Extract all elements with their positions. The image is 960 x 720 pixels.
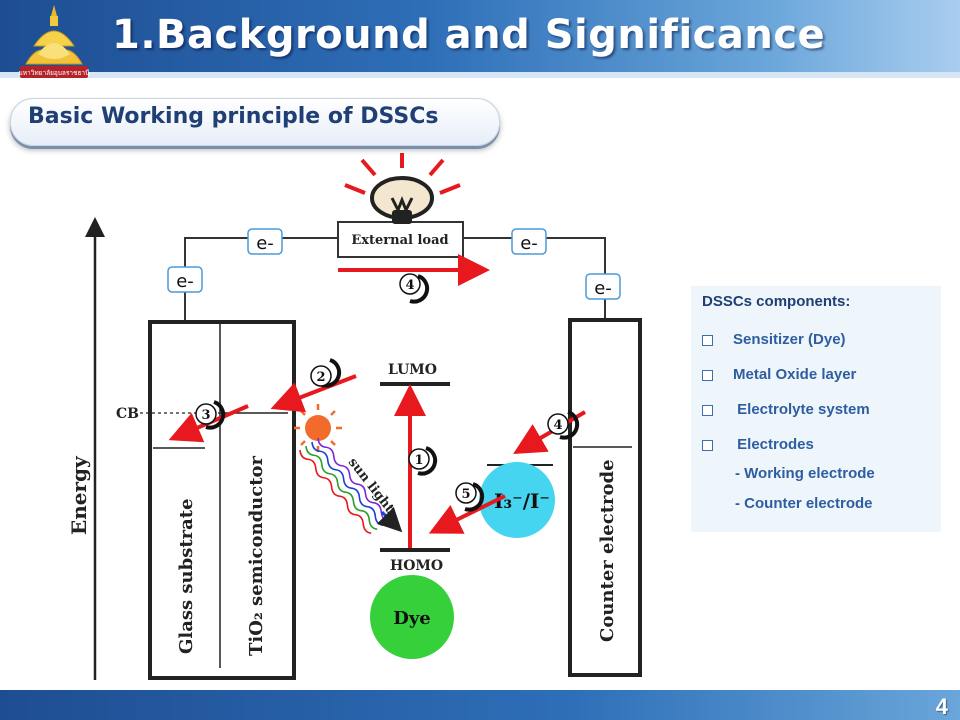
external-load-box bbox=[337, 221, 464, 258]
step-number: 1 bbox=[414, 453, 423, 468]
cb-label: CB bbox=[116, 406, 139, 422]
components-title: DSSCs components: bbox=[702, 293, 851, 310]
electrolyte-circle bbox=[479, 462, 555, 538]
dye-label: Dye bbox=[393, 608, 431, 629]
components-panel bbox=[691, 286, 941, 532]
university-logo: มหาวิทยาลัยอุบลราชธานี bbox=[18, 5, 90, 78]
step-marker: 2 bbox=[310, 358, 342, 388]
tio2-semiconductor-label: TiO₂ semiconductor bbox=[246, 455, 267, 656]
component-label: Electrodes bbox=[733, 436, 814, 453]
lumo-label: LUMO bbox=[388, 362, 437, 378]
electron-label: e- bbox=[511, 228, 547, 255]
electron-label: e- bbox=[585, 273, 621, 300]
step-number: 2 bbox=[316, 370, 325, 385]
lightbulb-icon bbox=[344, 153, 461, 224]
electron-label: e- bbox=[167, 266, 203, 293]
header-band bbox=[0, 72, 960, 78]
electron-label-text: e- bbox=[520, 233, 538, 254]
footer-bar bbox=[0, 690, 960, 720]
electron-label-text: e- bbox=[176, 271, 194, 292]
logo-text: มหาวิทยาลัยอุบลราชธานี bbox=[18, 69, 90, 77]
glass-substrate-label: Glass substrate bbox=[176, 498, 197, 654]
electron-label-text: e- bbox=[594, 278, 612, 299]
list-item: Sensitizer (Dye) bbox=[702, 326, 870, 361]
header-bar bbox=[0, 0, 960, 78]
step-number: 4 bbox=[553, 418, 562, 433]
section-subtitle: Basic Working principle of DSSCs bbox=[28, 104, 439, 129]
list-item: Electrolyte system bbox=[702, 396, 870, 431]
square-bullet-icon bbox=[702, 334, 713, 346]
list-item: Electrodes bbox=[702, 431, 870, 466]
square-bullet-icon bbox=[702, 369, 713, 381]
counter-electrode-label: Counter electrode bbox=[597, 459, 618, 642]
step-number: 3 bbox=[201, 408, 210, 423]
electron-label: e- bbox=[247, 228, 283, 255]
external-load-label: External load bbox=[351, 233, 448, 248]
electron-label-text: e- bbox=[256, 233, 274, 254]
section-subtitle-box bbox=[10, 98, 500, 146]
list-item: Metal Oxide layer bbox=[702, 361, 870, 396]
step-number: 5 bbox=[461, 487, 470, 502]
page-title: 1.Background and Significance bbox=[112, 12, 826, 58]
electrolyte-label: I₃⁻/I⁻ bbox=[494, 489, 550, 513]
electrode-sublist: - Working electrode - Counter electrode bbox=[735, 462, 875, 522]
square-bullet-icon bbox=[702, 439, 713, 451]
sunlight-waves bbox=[299, 437, 390, 535]
step-marker: 5 bbox=[455, 482, 485, 512]
working-electrode-box bbox=[148, 320, 296, 680]
component-label: Metal Oxide layer bbox=[733, 366, 857, 383]
component-label: Electrolyte system bbox=[733, 401, 870, 418]
components-list: Sensitizer (Dye) Metal Oxide layer Elect… bbox=[702, 326, 870, 466]
step-marker: 4 bbox=[547, 410, 580, 440]
sun-icon bbox=[294, 404, 342, 452]
square-bullet-icon bbox=[702, 404, 713, 416]
step-marker: 4 bbox=[399, 273, 430, 304]
sunlight-label: sun light bbox=[345, 455, 397, 516]
step-number: 4 bbox=[405, 278, 414, 293]
homo-label: HOMO bbox=[390, 558, 443, 574]
step-marker: 3 bbox=[195, 400, 226, 430]
page-number: 4 bbox=[935, 694, 948, 719]
step-marker: 1 bbox=[408, 446, 438, 476]
dye-circle bbox=[370, 575, 454, 659]
energy-axis-label: Energy bbox=[67, 455, 91, 535]
counter-electrode-box bbox=[568, 318, 642, 677]
component-label: Sensitizer (Dye) bbox=[733, 331, 846, 348]
dssc-diagram: Energy External load e- e- e- e- bbox=[67, 153, 642, 680]
sub-list-item: - Working electrode bbox=[735, 465, 875, 482]
sub-list-item: - Counter electrode bbox=[735, 495, 873, 512]
